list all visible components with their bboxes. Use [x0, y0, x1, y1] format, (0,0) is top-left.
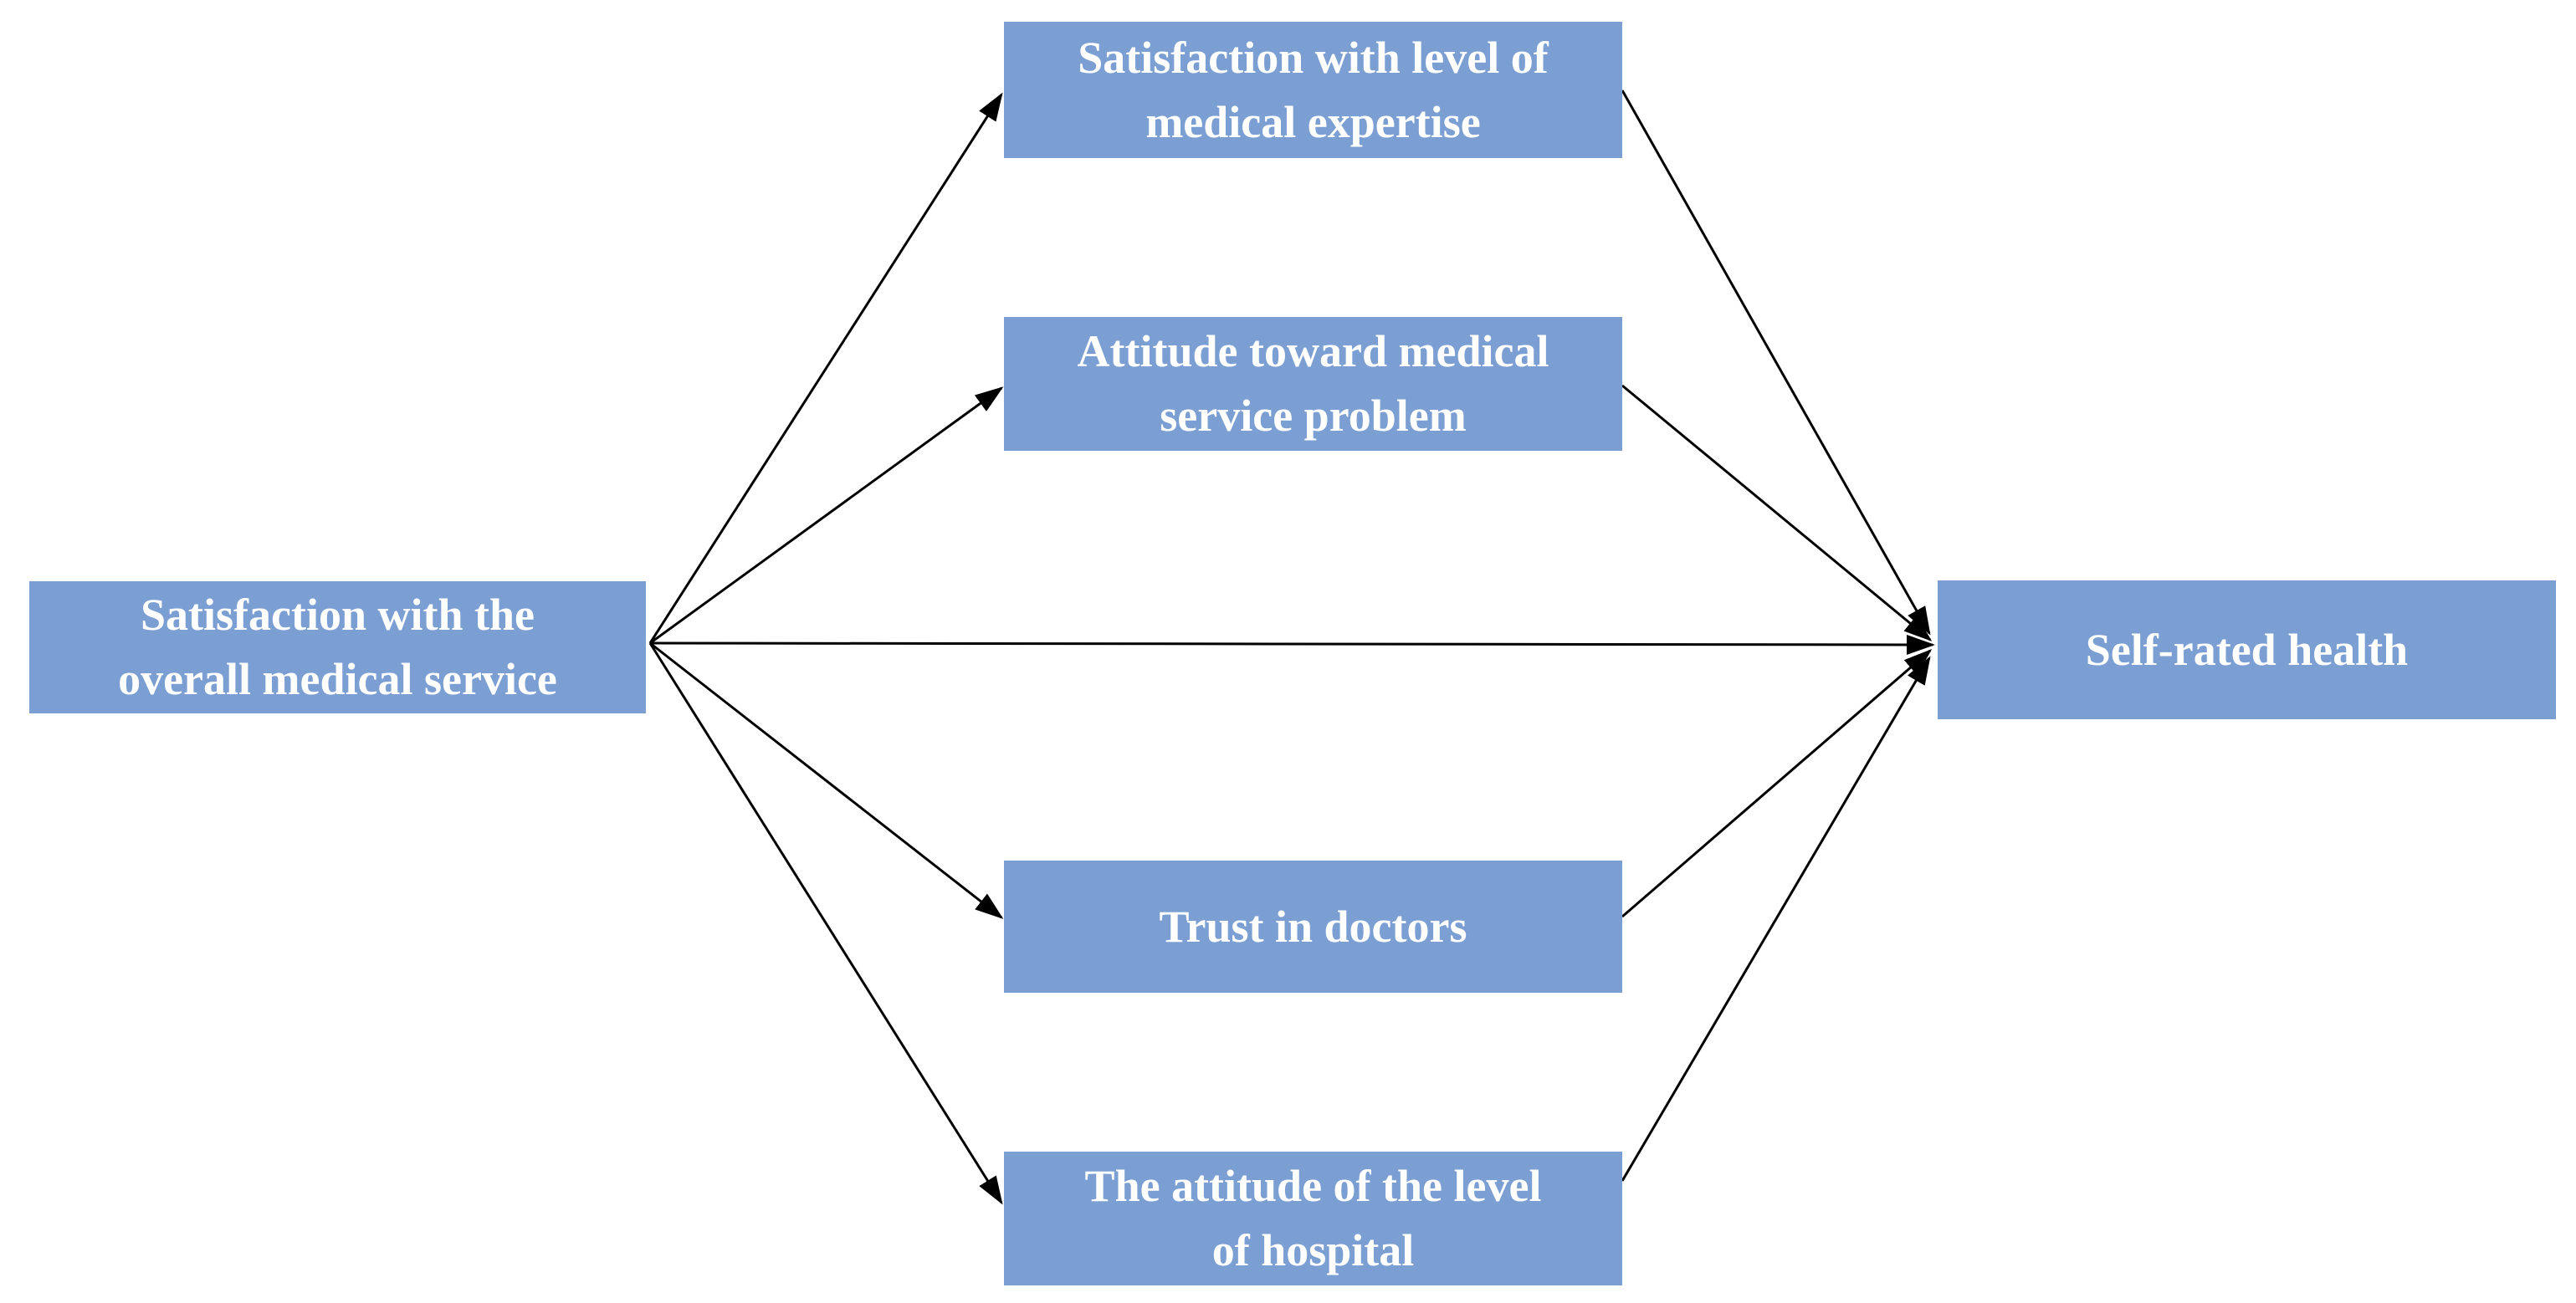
- arrow-trust-to-srh: [1621, 649, 1933, 918]
- node-trust-in-doctors: Trust in doctors: [1004, 861, 1622, 993]
- arrow-expertise-to-srh: [1621, 89, 1931, 636]
- arrow-hospital_level-to-srh: [1621, 656, 1931, 1182]
- arrow-attitude_problem-to-srh: [1621, 384, 1933, 641]
- node-satisfaction-level-medical-expertise: Satisfaction with level of medical exper…: [1004, 22, 1622, 158]
- arrow-overall-to-attitude_problem: [649, 386, 1004, 645]
- arrow-overall-to-srh: [649, 634, 1935, 655]
- node-attitude-of-level-of-hospital: The attitude of the level of hospital: [1004, 1152, 1622, 1285]
- node-attitude-toward-medical-service-problem: Attitude toward medical service problem: [1004, 317, 1622, 451]
- arrow-overall-to-hospital_level: [648, 642, 1003, 1205]
- node-satisfaction-overall-medical-service: Satisfaction with the overall medical se…: [29, 581, 646, 713]
- arrow-overall-to-expertise: [648, 92, 1003, 644]
- node-self-rated-health: Self-rated health: [1938, 580, 2556, 719]
- arrow-overall-to-trust: [649, 641, 1004, 919]
